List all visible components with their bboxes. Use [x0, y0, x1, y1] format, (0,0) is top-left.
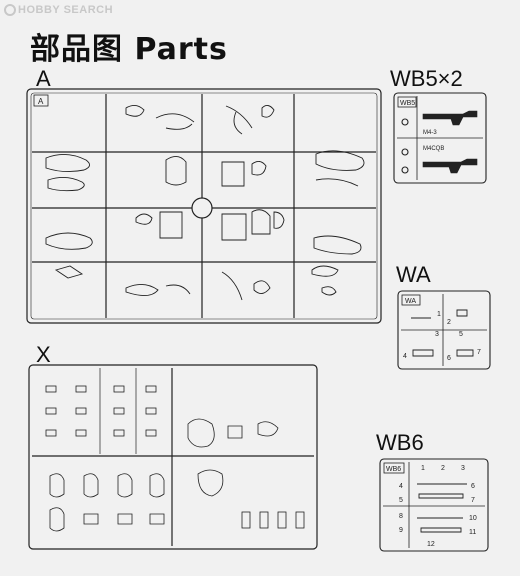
- sprue-wb6-number-12: 12: [427, 541, 435, 548]
- sprue-wb6-number-7: 7: [471, 497, 475, 504]
- sprue-wb6-number-3: 3: [461, 465, 465, 472]
- sprue-wa-number-6: 6: [447, 355, 451, 362]
- watermark-logo-icon: [4, 4, 16, 16]
- sprue-wb5-tag: WB5: [400, 100, 415, 107]
- watermark-text: HOBBY SEARCH: [18, 4, 114, 16]
- sprue-wa-label: WA: [396, 262, 431, 287]
- sprue-x: [28, 364, 318, 550]
- sprue-wb6-number-8: 8: [399, 513, 403, 520]
- sprue-wb6-number-11: 11: [469, 529, 476, 536]
- sprue-wb6-number-2: 2: [441, 465, 445, 472]
- page-title: 部品图 Parts: [30, 32, 228, 67]
- sprue-wb6-tag: WB6: [386, 466, 401, 473]
- sprue-wb6-number-1: 1: [421, 465, 425, 472]
- sprue-wa-number-1: 1: [437, 311, 441, 318]
- sprue-x-label: X: [36, 342, 51, 367]
- sprue-wb5-part-label-1: M4CQB: [423, 146, 444, 152]
- sprue-wb5-part-label-0: M4-3: [423, 130, 437, 136]
- sprue-wb6-number-4: 4: [399, 483, 403, 490]
- sprue-wb6-number-10: 10: [469, 515, 477, 522]
- sprue-wa: WA 1 2 3 4 5 6 7: [397, 290, 491, 370]
- sprue-wa-number-4: 4: [403, 353, 407, 360]
- sprue-wa-number-5: 5: [459, 331, 463, 338]
- sprue-a: A: [26, 88, 382, 324]
- sprue-wb5-label: WB5×2: [390, 66, 463, 91]
- sprue-wb6-label: WB6: [376, 430, 424, 455]
- sprue-wb6: WB6 1 2 3 4 5 6 7 8 9 10 11 12: [379, 458, 489, 552]
- sprue-a-tag: A: [38, 97, 44, 106]
- sprue-wb6-number-6: 6: [471, 483, 475, 490]
- sprue-wb6-number-5: 5: [399, 497, 403, 504]
- sprue-wb5: WB5 M4-3 M4CQB: [393, 92, 487, 184]
- sprue-a-label: A: [36, 66, 51, 91]
- sprue-wa-number-2: 2: [447, 319, 451, 326]
- sprue-wa-tag: WA: [405, 298, 416, 305]
- sprue-wa-number-7: 7: [477, 349, 481, 356]
- sprue-wa-number-3: 3: [435, 331, 439, 338]
- sprue-wb6-number-9: 9: [399, 527, 403, 534]
- watermark: HOBBY SEARCH: [4, 4, 113, 16]
